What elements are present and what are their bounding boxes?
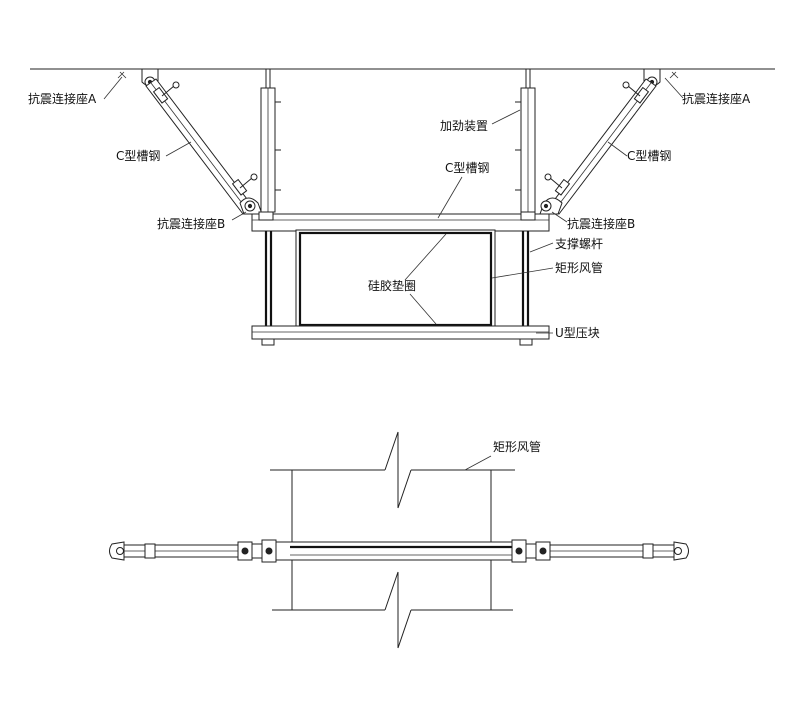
- brace-plan-member: [123, 541, 675, 561]
- plan-view: 矩形风管: [109, 431, 689, 649]
- vertical-hanger-left: [260, 69, 281, 213]
- plan-end-seat-right: [642, 541, 689, 561]
- label-seismic-seat-b-right: 抗震连接座B: [567, 216, 635, 231]
- support-rod-left: [264, 231, 273, 338]
- label-c-channel-right: C型槽钢: [627, 149, 671, 163]
- c-channel-horizontal-top: [251, 211, 550, 232]
- seismic-seat-b-right: [539, 197, 563, 215]
- rectangular-duct: [295, 229, 496, 329]
- label-c-channel-left: C型槽钢: [116, 149, 160, 163]
- c-channel-diagonal-right: [544, 78, 657, 215]
- label-silicone-gasket: 硅胶垫圈: [368, 278, 416, 293]
- label-seismic-seat-b-left: 抗震连接座B: [157, 216, 225, 231]
- label-rect-duct-plan: 矩形风管: [493, 439, 541, 454]
- label-seismic-seat-a-left: 抗震连接座A: [28, 91, 97, 106]
- plan-end-seat-left: [109, 541, 156, 561]
- vertical-hanger-right: [515, 69, 536, 213]
- plan-connection-left: [237, 539, 277, 563]
- label-u-clamp: U型压块: [555, 326, 600, 340]
- label-rect-duct-top: 矩形风管: [555, 260, 603, 275]
- duct-plan-outline: [270, 431, 515, 649]
- label-c-channel-center: C型槽钢: [445, 161, 489, 175]
- elevation-view: [30, 68, 775, 346]
- plan-connection-right: [511, 539, 551, 563]
- support-rod-right: [521, 231, 530, 338]
- label-seismic-seat-a-right: 抗震连接座A: [682, 91, 751, 106]
- elevation-labels: 抗震连接座A 抗震连接座A C型槽钢 C型槽钢 加劲装置 C型槽钢 抗震连接座B…: [28, 76, 751, 340]
- label-support-rod: 支撑螺杆: [555, 236, 603, 251]
- c-channel-diagonal-left: [145, 78, 258, 215]
- label-stiffener: 加劲装置: [440, 119, 488, 133]
- u-clamp-bottom: [251, 325, 550, 346]
